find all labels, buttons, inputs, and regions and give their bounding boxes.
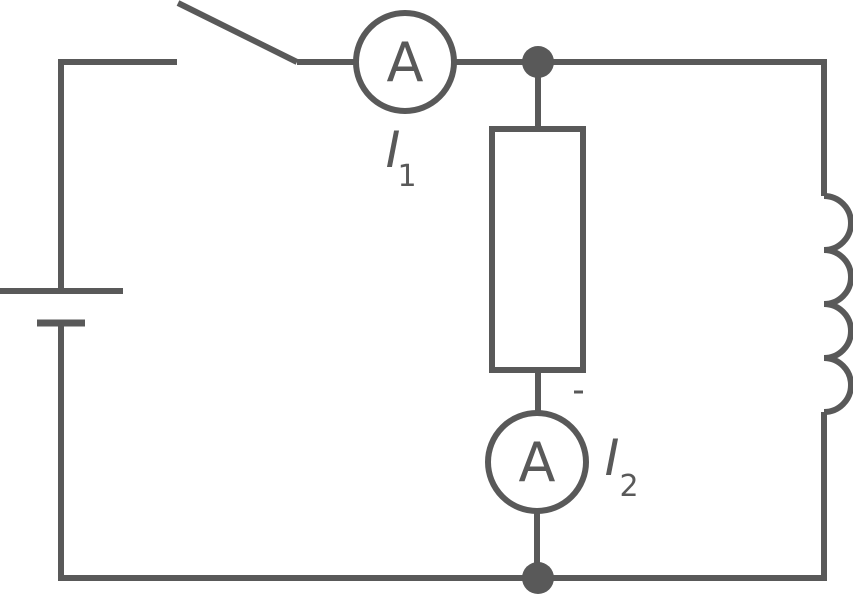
wire-top-left bbox=[58, 59, 177, 288]
junction-dot-top bbox=[522, 46, 554, 78]
wire-top-right bbox=[454, 59, 827, 196]
resistor-icon bbox=[489, 126, 586, 373]
current-subscript-1: 1 bbox=[397, 159, 416, 194]
switch-blade-icon bbox=[176, 0, 299, 65]
current-label-i1: I bbox=[386, 121, 401, 179]
current-subscript-2: 2 bbox=[619, 469, 638, 504]
inductor-coil-icon bbox=[823, 193, 853, 415]
current-label-i2: I bbox=[605, 429, 620, 487]
wire-bottom-loop bbox=[58, 326, 827, 581]
junction-dot-bottom bbox=[522, 562, 554, 594]
ammeter-top-icon bbox=[353, 10, 457, 114]
ammeter-bottom-letter: A bbox=[519, 431, 556, 494]
ammeter-top-letter: A bbox=[387, 31, 424, 94]
ammeter-bottom-icon bbox=[485, 410, 589, 514]
